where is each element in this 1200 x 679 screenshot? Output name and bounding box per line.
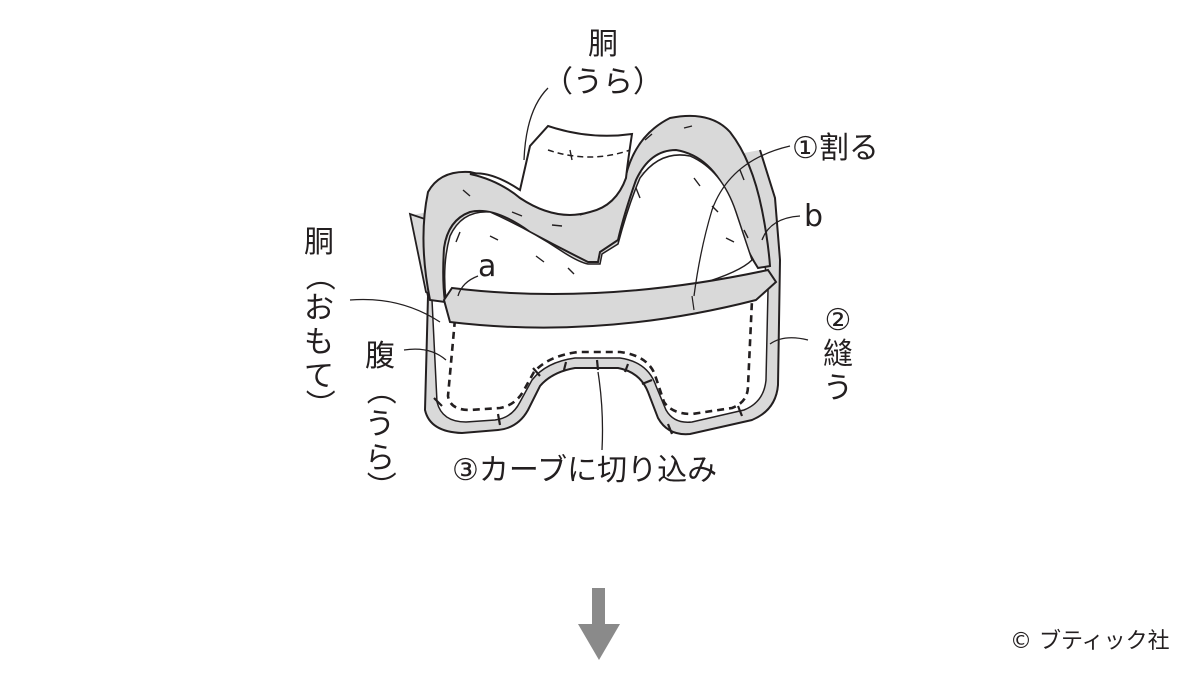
label-body-front-vertical: 胴 （ お も て ） (301, 225, 336, 419)
vtext-char: う (823, 371, 853, 406)
leader-lines (349, 87, 809, 451)
vtext-char: ら (365, 441, 395, 476)
vtext-char: お (304, 291, 334, 326)
copyright-icon: © (1010, 629, 1032, 654)
copyright: © ブティック社 (1010, 623, 1170, 655)
label-body-back-sub: （うら） (543, 65, 663, 100)
vtext-char: ② (825, 303, 852, 338)
down-arrow-icon (578, 588, 620, 660)
label-body-back-title: 胴 (588, 27, 618, 62)
sewing-line (446, 299, 754, 416)
label-sew-vertical: ② 縫 う (823, 303, 853, 406)
vtext-char: 縫 (823, 337, 853, 372)
stitch-marks (455, 125, 749, 275)
vtext-char: ） (362, 471, 397, 501)
vtext-char: う (365, 407, 395, 442)
curve-clips (433, 359, 744, 435)
body-back-piece (469, 124, 634, 216)
vtext-char: （ (362, 375, 397, 405)
label-point-a: a (478, 249, 496, 284)
vtext-char: 胴 (304, 225, 334, 260)
vtext-char: も (304, 325, 334, 360)
vtext-char: て (304, 359, 334, 394)
label-clip-curve: ③カーブに切り込み (452, 453, 717, 488)
label-point-b: b (804, 199, 823, 234)
label-split: ①割る (792, 131, 879, 166)
vtext-char: ） (301, 389, 336, 419)
copyright-text: ブティック社 (1039, 629, 1170, 654)
front-seam-band (442, 268, 778, 329)
label-belly-back-vertical: 腹 （ う ら ） (362, 339, 397, 501)
band-mark (691, 295, 695, 311)
body-back-seam-dash (547, 149, 631, 158)
vtext-char: 腹 (365, 339, 395, 374)
vtext-char: （ (301, 261, 336, 291)
